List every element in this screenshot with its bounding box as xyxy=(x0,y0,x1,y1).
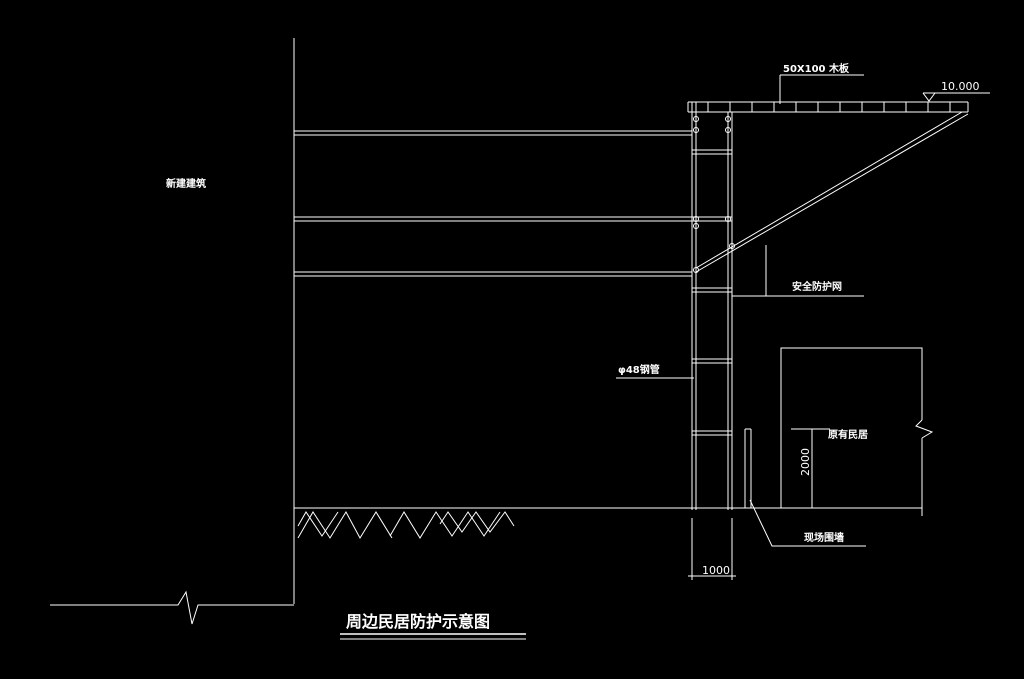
wall-label: 现场围墙 xyxy=(804,531,844,544)
plank-label: 50X100 木板 xyxy=(783,62,850,75)
plank-deck xyxy=(687,101,969,113)
elevation-marker xyxy=(922,92,990,102)
scaffold-uprights xyxy=(691,102,733,510)
break-line-left xyxy=(50,590,294,625)
title-underline xyxy=(340,633,526,640)
scaffold-ledgers xyxy=(294,130,692,277)
elevation-label: 10.000 xyxy=(941,80,980,93)
width-dimension xyxy=(688,518,736,580)
steel-pipe-label: φ48钢管 xyxy=(618,363,660,376)
existing-house xyxy=(780,347,934,516)
new-building-label: 新建建筑 xyxy=(166,177,206,190)
height-dimension xyxy=(791,428,830,508)
diagonal-brace xyxy=(695,111,969,273)
height-dim-label: 2000 xyxy=(799,448,812,476)
wall-leader xyxy=(749,499,866,547)
site-wall xyxy=(744,428,752,508)
scaffold-rungs xyxy=(692,149,732,436)
drawing-title: 周边民居防护示意图 xyxy=(346,612,490,631)
plank-leader xyxy=(779,74,864,104)
existing-house-label: 原有民居 xyxy=(828,428,868,441)
width-dim-label: 1000 xyxy=(702,564,730,577)
safety-net-leader xyxy=(732,245,864,297)
ground-hatch xyxy=(297,510,515,540)
safety-net-label: 安全防护网 xyxy=(792,280,842,293)
